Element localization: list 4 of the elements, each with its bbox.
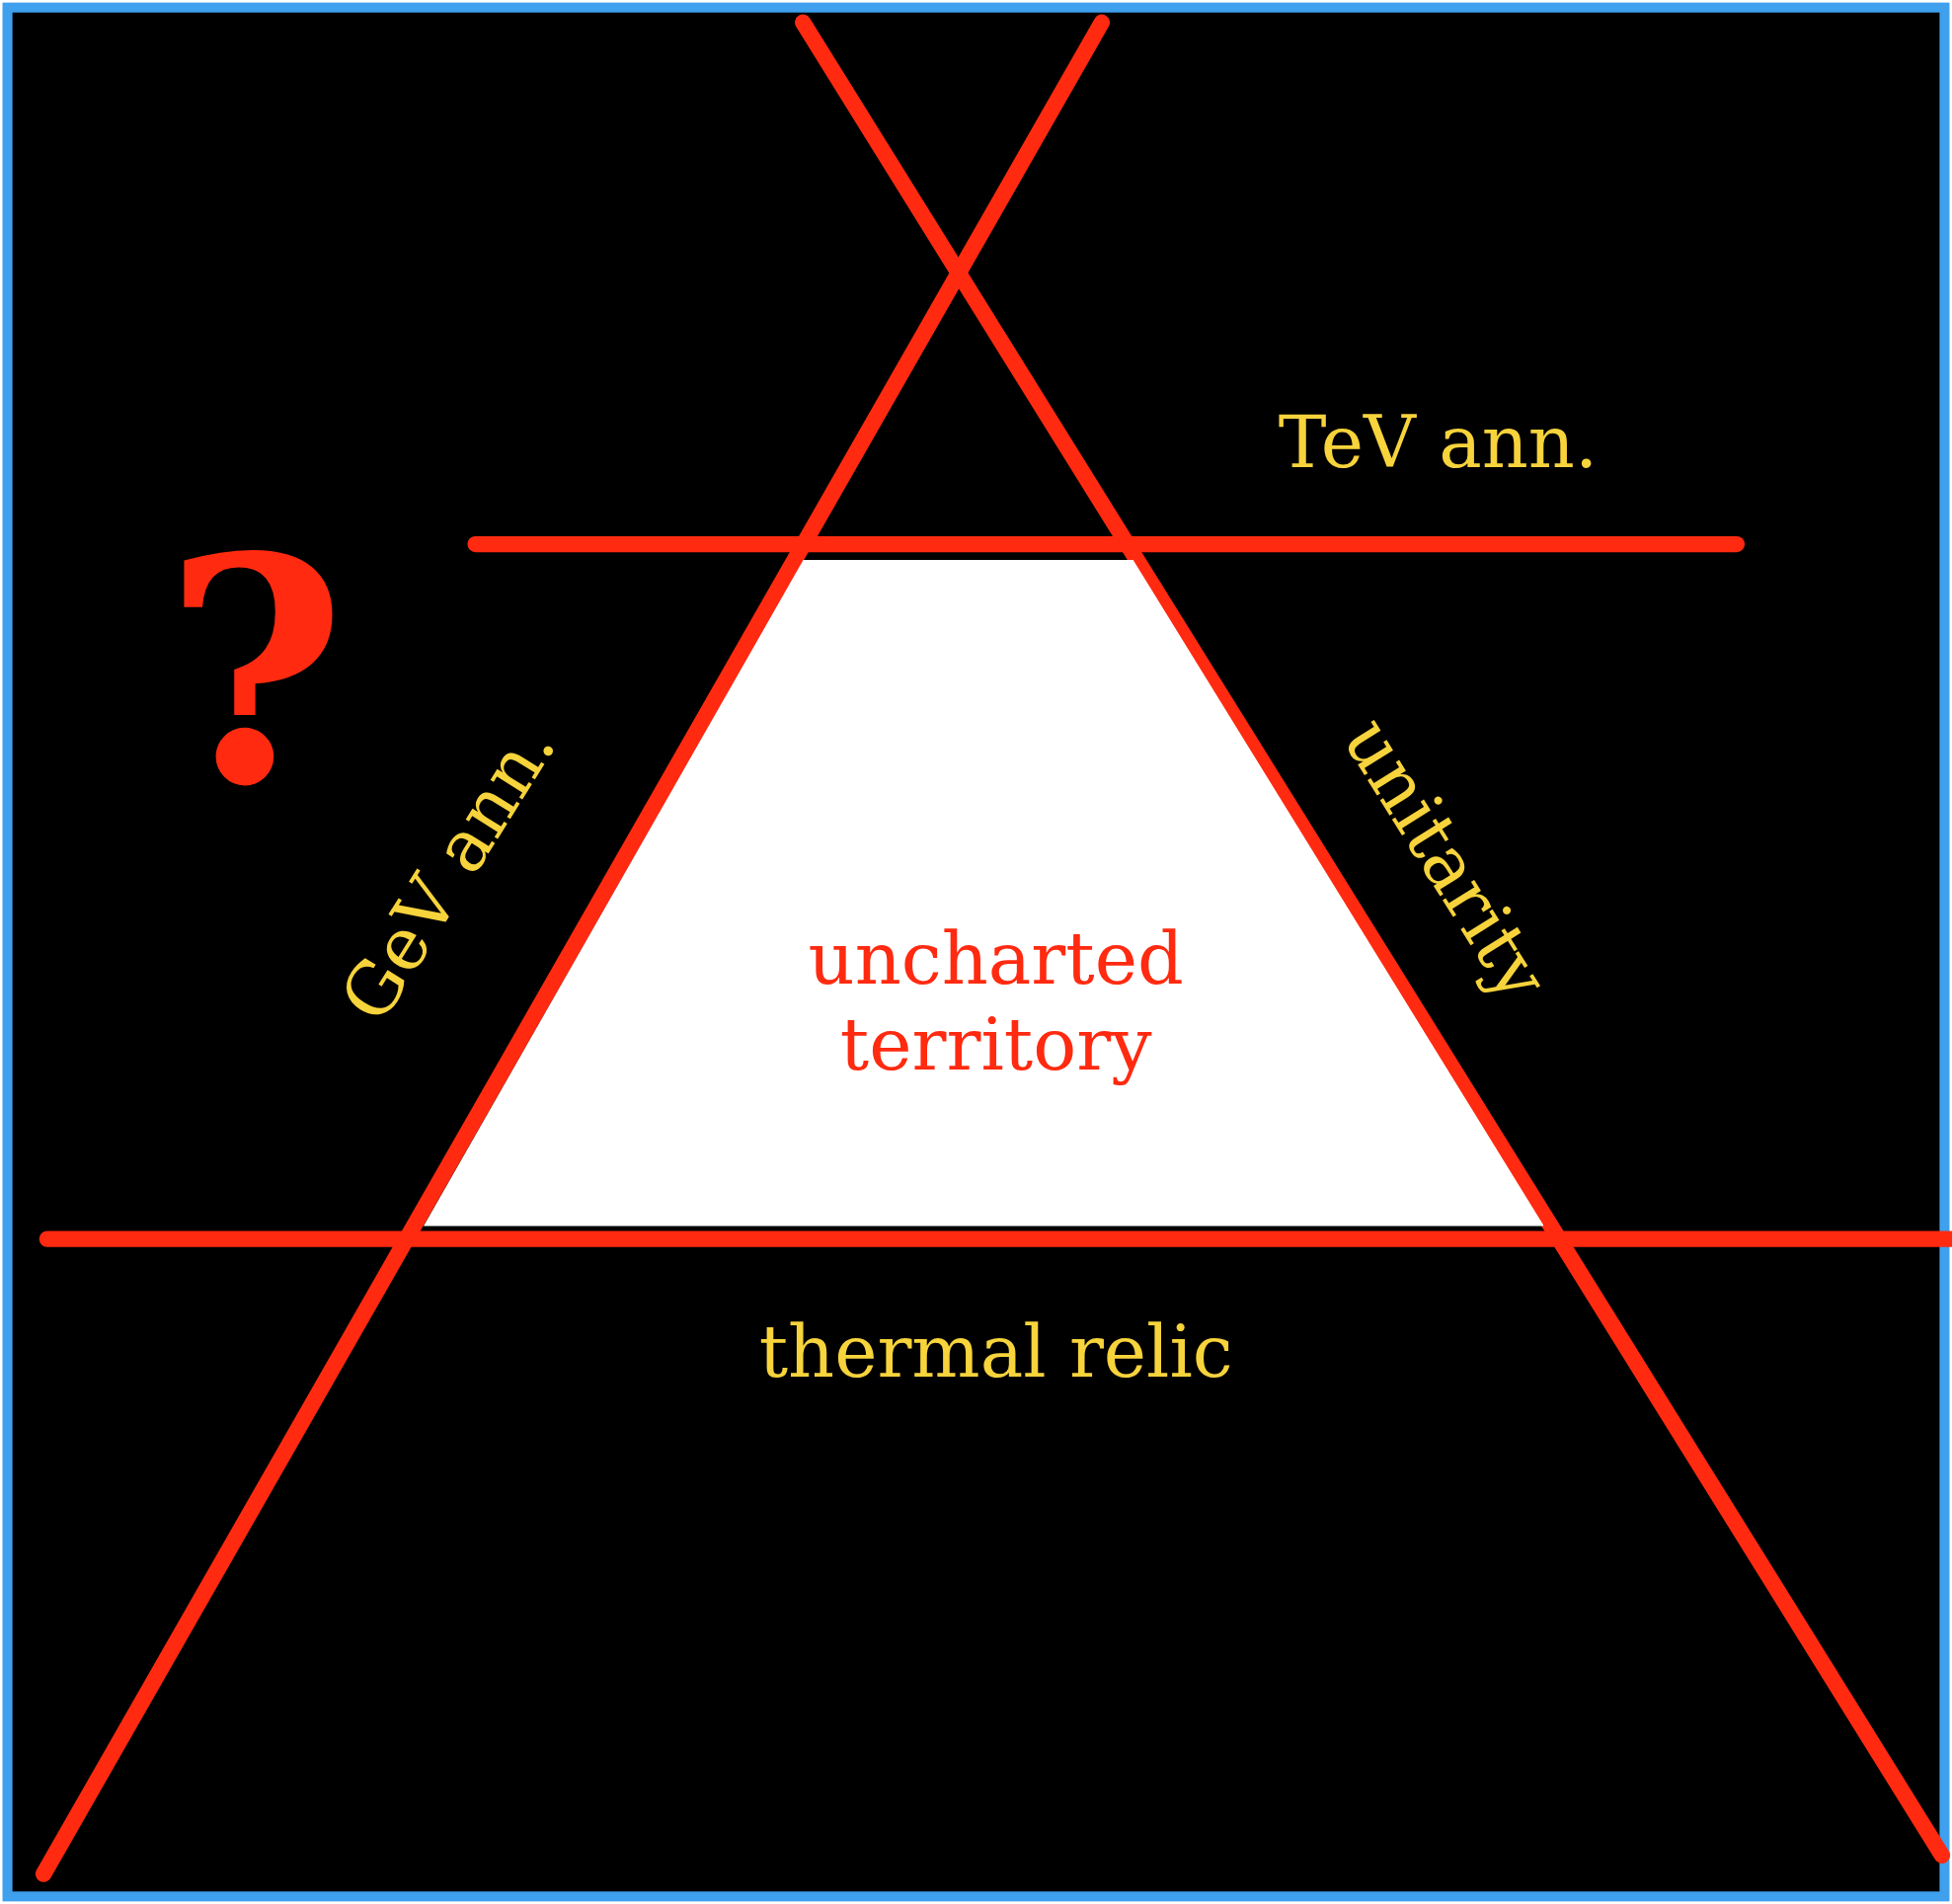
constraint-label: thermal relic — [758, 1314, 1233, 1388]
region-label: uncharted territory — [807, 914, 1185, 1089]
question-mark: ? — [163, 516, 347, 829]
constraint-label: TeV ann. — [1278, 406, 1599, 479]
